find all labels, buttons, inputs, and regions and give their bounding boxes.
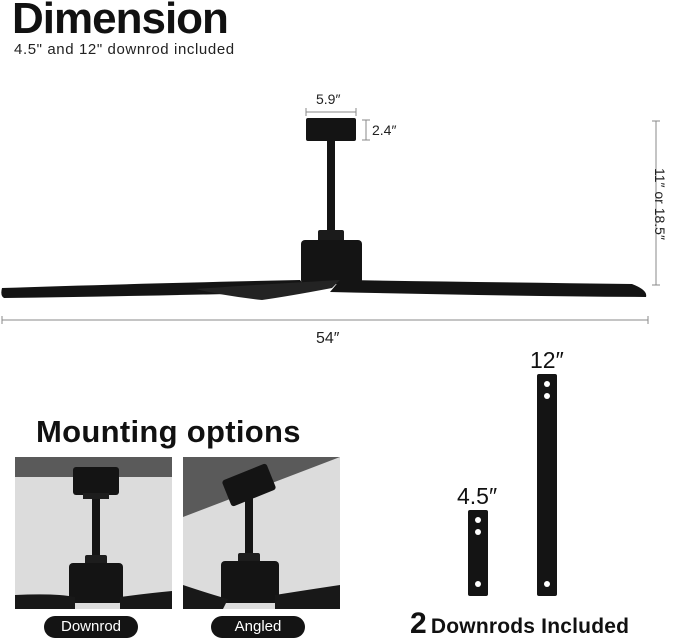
- fan-blade-center: [195, 280, 340, 300]
- rod-hole: [475, 517, 481, 523]
- canopy-height-dimension-line: [362, 119, 370, 141]
- fan-motor: [221, 561, 279, 603]
- drop-height-dimension-line: [652, 120, 660, 286]
- angled-mount-photo: [183, 457, 340, 609]
- canopy-width-label: 5.9″: [316, 91, 341, 107]
- blade-span-label: 54″: [316, 330, 340, 347]
- downrods-illustration: [468, 374, 557, 596]
- fan-blade: [275, 585, 340, 609]
- short-downrod-length-label: 4.5″: [457, 483, 498, 509]
- fan-downrod: [327, 141, 335, 233]
- blade-span-dimension-line: [1, 316, 649, 324]
- fan-motor: [69, 563, 123, 603]
- fan-motor-collar: [85, 555, 107, 565]
- long-downrod-length-label: 12″: [530, 347, 564, 373]
- fan-canopy: [73, 467, 119, 495]
- downrods-included-text: Downrods Included: [430, 615, 630, 638]
- mounting-options-title: Mounting options: [36, 414, 301, 449]
- fan-blade-right: [330, 280, 647, 297]
- fan-motor: [301, 240, 362, 284]
- rod-hole: [475, 581, 481, 587]
- downrod-count: 2: [410, 607, 427, 640]
- fan-downrod: [92, 499, 100, 557]
- fan-canopy: [222, 463, 276, 507]
- page-title: Dimension: [12, 0, 229, 43]
- fan-blade: [120, 591, 172, 609]
- rod-hole: [544, 381, 550, 387]
- drop-height-label: 11″ or 18.5″: [652, 168, 668, 240]
- fan-canopy-bracket: [83, 493, 109, 499]
- rod-hole: [544, 581, 550, 587]
- fan-motor-housing: [318, 230, 344, 242]
- fan-blade: [183, 585, 228, 609]
- canopy-height-label: 2.4″: [372, 122, 397, 138]
- long-downrod: [537, 374, 557, 596]
- angled-option-label: Angled: [211, 616, 305, 638]
- downrod-option-label: Downrod: [44, 616, 138, 638]
- fan-canopy: [306, 118, 356, 141]
- fan-motor-collar: [238, 553, 260, 563]
- downrod-mount-photo: [15, 457, 172, 609]
- fan-dimension-diagram: [1, 108, 660, 324]
- rod-hole: [544, 393, 550, 399]
- rod-hole: [475, 529, 481, 535]
- page-subtitle: 4.5" and 12" downrod included: [14, 41, 235, 58]
- canopy-width-dimension-line: [305, 108, 357, 116]
- fan-downrod: [245, 497, 253, 555]
- short-downrod: [468, 510, 488, 596]
- fan-blade: [15, 594, 75, 609]
